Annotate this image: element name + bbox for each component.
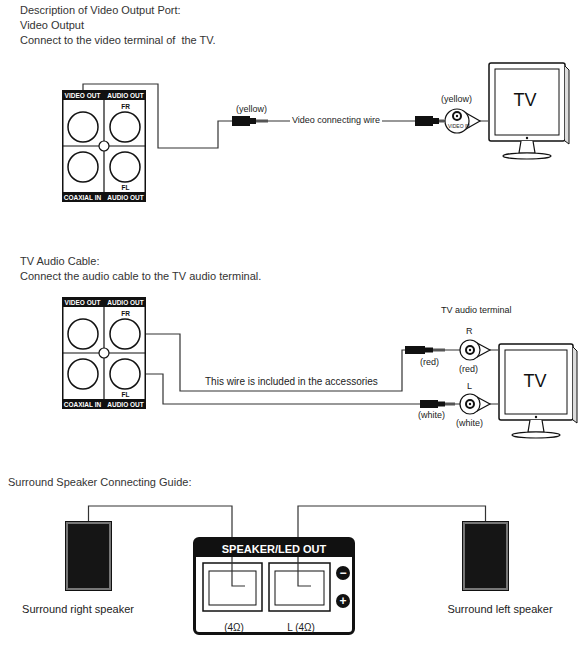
speaker-cabinet [463,522,508,590]
tv-outline [488,62,570,162]
panel-frame [63,91,146,202]
color-label: (yellow) [441,94,472,104]
rca-jack [110,152,140,182]
channel-label: L [467,381,472,391]
tv-label: TV [498,371,572,391]
header-band [62,297,146,307]
speaker-output-box: SPEAKER/LED OUT (4Ω) L (4Ω) [193,537,355,635]
port-label: COAXIAL IN [62,193,103,202]
panel-outline [62,90,146,202]
port-label: AUDIO OUT [105,193,146,202]
panel-frame [63,298,146,409]
terminal-socket [275,571,324,605]
audio-jack [460,340,490,414]
rca-jack [68,359,98,389]
tv-neck [528,420,544,432]
tv-side [573,347,577,423]
header-band [62,90,146,100]
section-heading: Surround Speaker Connecting Guide: [8,476,191,489]
tv-side [565,66,569,144]
wire-stub [232,557,245,586]
tv-set: TV [498,343,578,441]
section-heading: Description of Video Output Port: [20,4,181,17]
port-label: FL [105,390,146,399]
wire-label: Video connecting wire [290,115,382,125]
speaker-terminal [269,563,330,611]
device-label: L (4Ω) [266,622,336,634]
audio-plug [405,346,455,408]
terminal-dot [336,566,350,580]
color-label: (red) [420,357,439,367]
section-heading: Video Output [20,19,84,32]
speaker: Surround left speaker [430,522,570,618]
note: Connect the audio cable to the TV audio … [20,270,261,283]
panel-outline [62,297,146,409]
port-label: COAXIAL IN [62,400,103,409]
tv-frame [499,344,573,420]
port-label: AUDIO OUT [105,400,146,409]
note: This wire is included in the accessories [205,376,378,388]
port-label: AUDIO OUT [105,298,146,307]
power-led [535,416,537,418]
device-label: (4Ω) [208,622,260,634]
port-label: VIDEO OUT [62,91,103,100]
note: Connect to the video terminal of the TV. [20,34,216,47]
footer-band [62,192,146,202]
wire-stub [298,557,311,586]
tv-label: TV [488,90,562,110]
color-label: (yellow) [236,104,267,114]
connecting-wire [146,334,498,391]
terminal-dot [336,594,350,608]
rca-jack [110,359,140,389]
color-label: (red) [459,364,478,374]
polarity-sign: − [336,566,350,580]
tv-base [503,153,551,159]
rca-jack [110,112,140,142]
device-label: Surround right speaker [8,602,148,616]
rca-jack [68,112,98,142]
tv-outline [498,343,578,441]
polarity-sign: + [336,594,350,608]
device-label: Surround left speaker [430,602,570,616]
tv-neck [519,141,535,153]
rca-jack [110,319,140,349]
speaker-cabinet [66,522,111,590]
color-label: (white) [456,418,483,428]
channel-label: R [466,326,473,336]
footer-band [62,399,146,409]
video-jack [445,109,480,133]
terminal-label: TV audio terminal [441,305,512,315]
rca-jack [68,152,98,182]
tv-base [512,432,560,438]
port-label: FR [105,309,146,318]
connecting-wire [146,374,498,404]
port-label: AUDIO OUT [105,91,146,100]
jack-label: VIDEO IN [448,124,470,130]
tv-set: TV [488,62,570,162]
port-label: FR [105,102,146,111]
section-heading: TV Audio Cable: [20,255,100,268]
color-label: (white) [418,410,445,420]
port-label: FL [105,183,146,192]
center-ring [99,141,109,151]
header-band [196,540,352,557]
center-ring [99,348,109,358]
connecting-wire [298,506,486,537]
port-label: VIDEO OUT [62,298,103,307]
speaker: Surround right speaker [8,522,148,618]
jack-panel: VIDEO OUTAUDIO OUTFRFLCOAXIAL INAUDIO OU… [62,297,146,409]
jack-panel: VIDEO OUTAUDIO OUTFRFLCOAXIAL INAUDIO OU… [62,90,146,202]
tv-frame [489,63,565,141]
rca-jack [68,319,98,349]
device-label: SPEAKER/LED OUT [196,543,352,556]
power-led [526,137,528,139]
video-plug [232,116,444,126]
